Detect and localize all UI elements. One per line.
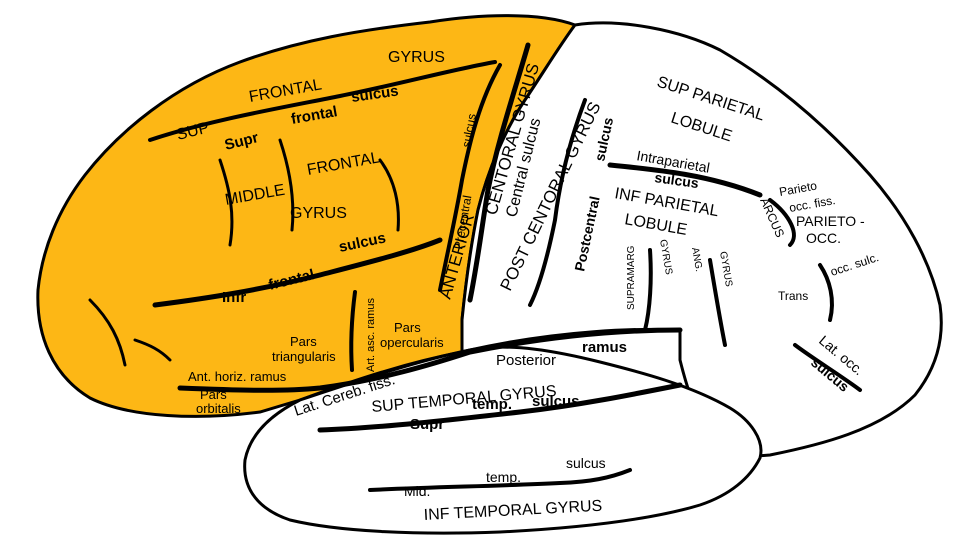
label-gyrus-top: GYRUS: [388, 49, 445, 66]
label-mid: Mid.: [404, 483, 430, 499]
label-parieto-occ-2: OCC.: [806, 230, 841, 246]
intraparietal-sulcus-line: [607, 162, 763, 198]
label-supramarg: SUPRAMARG: [626, 245, 637, 310]
label-parieto-small: Parieto: [778, 179, 818, 199]
label-pars-orb-2: orbitalis: [196, 401, 241, 416]
label-pars-tri-1: Pars: [290, 334, 317, 349]
label-sulcus-pre: sulcus: [459, 113, 479, 149]
parietal-occipital-region: [460, 21, 943, 460]
label-infr: Infr: [222, 289, 246, 306]
precentral-sulcus-line: [438, 63, 502, 292]
orbital-curves: [88, 298, 172, 367]
label-ant-horiz-ramus: Ant. horiz. ramus: [188, 369, 287, 384]
label-pars-tri-2: triangularis: [272, 349, 336, 364]
lateral-fissure-line: [177, 327, 683, 393]
ascending-ramus-line: [349, 290, 357, 372]
angular-gyrus-line: [708, 258, 727, 347]
middle-frontal-curves: [218, 138, 400, 247]
label-sulcus-supr-temporal: sulcus: [532, 393, 580, 410]
middle-temporal-sulcus-line: [368, 468, 632, 492]
label-gyrus-mid: GYRUS: [290, 205, 347, 222]
label-trans: Trans: [778, 289, 808, 303]
parieto-occipital-line: [768, 198, 796, 247]
inferior-frontal-sulcus-line: [152, 237, 443, 308]
label-pars-oper-1: Pars: [394, 320, 421, 335]
label-ramus-post: ramus: [582, 339, 627, 356]
label-sulcus-mid-temporal: sulcus: [566, 455, 606, 471]
superior-temporal-sulcus-line: [317, 382, 683, 433]
postcentral-sulcus-line: [528, 98, 587, 307]
label-temp-supr: temp.: [472, 396, 512, 413]
lateral-occipital-sulcus-line: [793, 343, 862, 392]
label-ang: ANG.: [689, 247, 704, 273]
label-pars-oper-2: opercularis: [380, 335, 444, 350]
label-parieto-occ-1: PARIETO -: [796, 213, 865, 229]
central-sulcus-line: [467, 42, 531, 303]
label-sulcus-sup: sulcus: [350, 83, 399, 106]
label-temp-mid: temp.: [486, 469, 521, 485]
supramarginal-line: [643, 248, 653, 332]
transverse-occipital-line: [818, 263, 834, 322]
superior-frontal-sulcus-line: [148, 60, 497, 142]
label-supr-temporal: Supr: [410, 416, 444, 433]
sulci: [88, 42, 862, 492]
label-pars-orb-1: Pars: [200, 387, 227, 402]
label-art-asc-ramus: Art. asc. ramus: [365, 298, 377, 372]
label-posterior: Posterior: [496, 352, 556, 369]
label-sulcus-intra: sulcus: [654, 169, 700, 191]
